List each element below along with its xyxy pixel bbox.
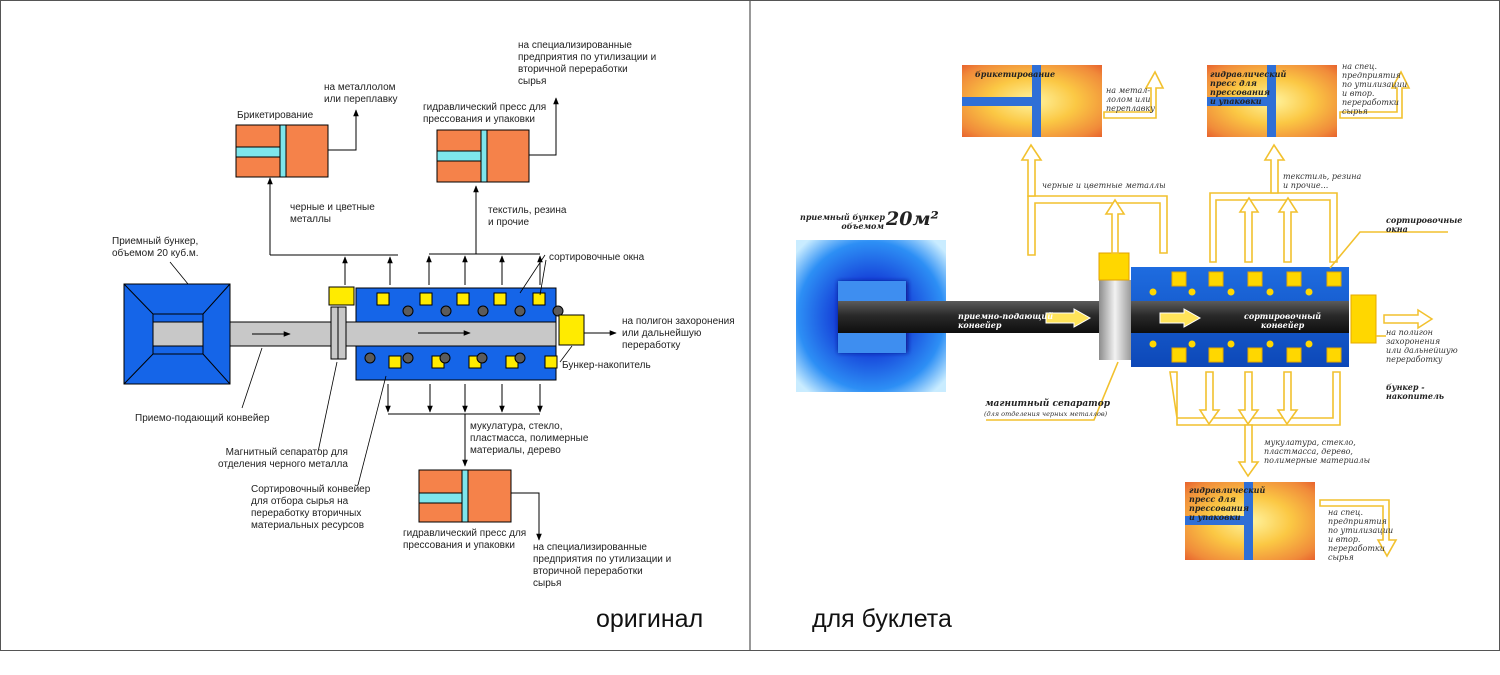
- hydraulic-press-bottom: [418, 469, 542, 541]
- booklet-sorting-window: [1247, 271, 1263, 287]
- booklet-sorting-conveyor: [1131, 267, 1349, 367]
- storage-hopper: [558, 314, 585, 346]
- right-scrap-label: на метал- лолом или переплавку: [1106, 86, 1155, 113]
- booklet-sorting-dot: [1266, 288, 1274, 296]
- metals-collector: [267, 177, 398, 285]
- sorting-window-hole: [552, 305, 564, 317]
- left-diagram: [123, 97, 617, 541]
- left-textile-label: текстиль, резина и прочие: [488, 205, 567, 228]
- right-hopper-label: приемный бункер объемом: [800, 212, 885, 231]
- left-separator-label: Магнитный сепаратор для отделения черног…: [218, 447, 348, 470]
- left-briquetting-label: Брикетирование: [237, 110, 314, 121]
- left-landfill-label: на полигон захоронения или дальнейшую пе…: [622, 316, 735, 351]
- booklet-sorting-window: [1208, 347, 1224, 363]
- right-hopper-volume: 20м²: [886, 208, 939, 230]
- right-briquetting-label: брикетирование: [975, 69, 1056, 79]
- booklet-sorting-windows: [1149, 271, 1342, 363]
- left-hopper-label: Приемный бункер, объемом 20 куб.м.: [112, 236, 199, 259]
- right-enterprises-top-label: на спец. предприятия по утилизации и вто…: [1342, 62, 1408, 116]
- sorting-window-hole: [514, 305, 526, 317]
- booklet-sorting-window: [1171, 271, 1187, 287]
- left-enterprises-top-label: на специализированные предприятия по ути…: [518, 40, 657, 87]
- right-textile-label: текстиль, резина и прочие...: [1283, 172, 1362, 190]
- sorting-window: [376, 292, 390, 306]
- booklet-sorting-dot: [1227, 288, 1235, 296]
- sorting-window-hole: [514, 352, 526, 364]
- sorting-window: [456, 292, 470, 306]
- left-waste-paper-label: мукулатура, стекло, пластмасса, полимерн…: [470, 421, 589, 456]
- left-press-top-label: гидравлический пресс для прессования и у…: [423, 102, 547, 125]
- sorting-window: [493, 292, 507, 306]
- booklet-sorting-dot: [1188, 288, 1196, 296]
- booklet-press-bottom: [1185, 482, 1315, 560]
- booklet-sorting-dot: [1305, 340, 1313, 348]
- right-press-top-label: гидравлический пресс для прессования и у…: [1210, 69, 1287, 106]
- sorting-window-hole: [476, 352, 488, 364]
- left-sorting-conveyor-label: Сортировочный конвейер для отбора сырья …: [251, 484, 371, 531]
- left-metals-label: черные и цветные металлы: [290, 202, 375, 225]
- right-storage-hopper-label: бункер - накопитель: [1386, 382, 1445, 401]
- booklet-press-top: [1207, 65, 1337, 137]
- booklet-magnetic-separator: [1098, 252, 1131, 360]
- booklet-sorting-window: [1326, 271, 1342, 287]
- booklet-sorting-window: [1326, 347, 1342, 363]
- booklet-sorting-dot: [1305, 288, 1313, 296]
- booklet-sorting-window: [1208, 271, 1224, 287]
- booklet-sorting-window: [1286, 347, 1302, 363]
- sorting-window-hole: [402, 305, 414, 317]
- booklet-sorting-dot: [1188, 340, 1196, 348]
- booklet-flow-arrows: [1020, 70, 1411, 558]
- sorting-window-hole: [440, 305, 452, 317]
- sorting-window-hole: [439, 352, 451, 364]
- right-press-bottom-label: гидравлический пресс для прессования и у…: [1189, 485, 1266, 522]
- sorting-window: [419, 292, 433, 306]
- sorting-window-hole: [364, 352, 376, 364]
- right-enterprises-bottom-label: на спец. предприятия по утилизации и вто…: [1328, 508, 1394, 562]
- hydraulic-press-top: [436, 97, 559, 183]
- booklet-briquetting-press: [962, 65, 1102, 137]
- booklet-sorting-dot: [1266, 340, 1274, 348]
- sorting-window-hole: [477, 305, 489, 317]
- right-sorting-conveyor-label: сортировочный конвейер: [1244, 311, 1322, 330]
- right-waste-paper-label: мукулатура, стекло, пластмасса, дерево, …: [1264, 438, 1371, 465]
- booklet-sorting-dot: [1227, 340, 1235, 348]
- sorting-window: [388, 355, 402, 369]
- booklet-sorting-dot: [1149, 288, 1157, 296]
- briquetting-press: [235, 109, 359, 178]
- sorting-window: [544, 355, 558, 369]
- booklet-sorting-window: [1286, 271, 1302, 287]
- textile-collector: [426, 185, 543, 285]
- left-caption: оригинал: [596, 605, 704, 633]
- right-metals-label: черные и цветные металлы: [1042, 181, 1166, 190]
- receiving-hopper: [123, 283, 231, 385]
- left-sorting-windows-label: сортировочные окна: [549, 252, 645, 263]
- right-sorting-windows-label: сортировочные окна: [1386, 215, 1463, 234]
- sorting-window: [532, 292, 546, 306]
- left-press-bottom-label: гидравлический пресс для прессования и у…: [403, 528, 527, 551]
- left-scrap-label: на металлолом или переплавку: [324, 82, 398, 105]
- right-caption: для буклета: [812, 605, 952, 633]
- sorting-windows: [364, 292, 564, 369]
- right-separator-label: магнитный сепаратор: [985, 399, 1110, 409]
- booklet-sorting-dot: [1149, 340, 1157, 348]
- right-diagram: [796, 65, 1448, 560]
- sorting-window-hole: [402, 352, 414, 364]
- booklet-sorting-window: [1247, 347, 1263, 363]
- right-landfill-label: на полигон захоронения или дальнейшую пе…: [1386, 328, 1458, 364]
- magnetic-separator: [328, 286, 355, 360]
- booklet-storage-hopper: [1350, 294, 1377, 344]
- left-storage-hopper-label: Бункер-накопитель: [562, 360, 651, 371]
- right-conveyor-label: приемно-подающий конвейер: [958, 311, 1054, 330]
- right-separator-sub: (для отделения черных металлов): [984, 410, 1108, 418]
- booklet-sorting-window: [1171, 347, 1187, 363]
- left-conveyor-label: Приемо-подающий конвейер: [135, 413, 270, 424]
- bottom-collector: [385, 384, 543, 467]
- left-enterprises-bottom-label: на специализированные предприятия по ути…: [533, 542, 672, 589]
